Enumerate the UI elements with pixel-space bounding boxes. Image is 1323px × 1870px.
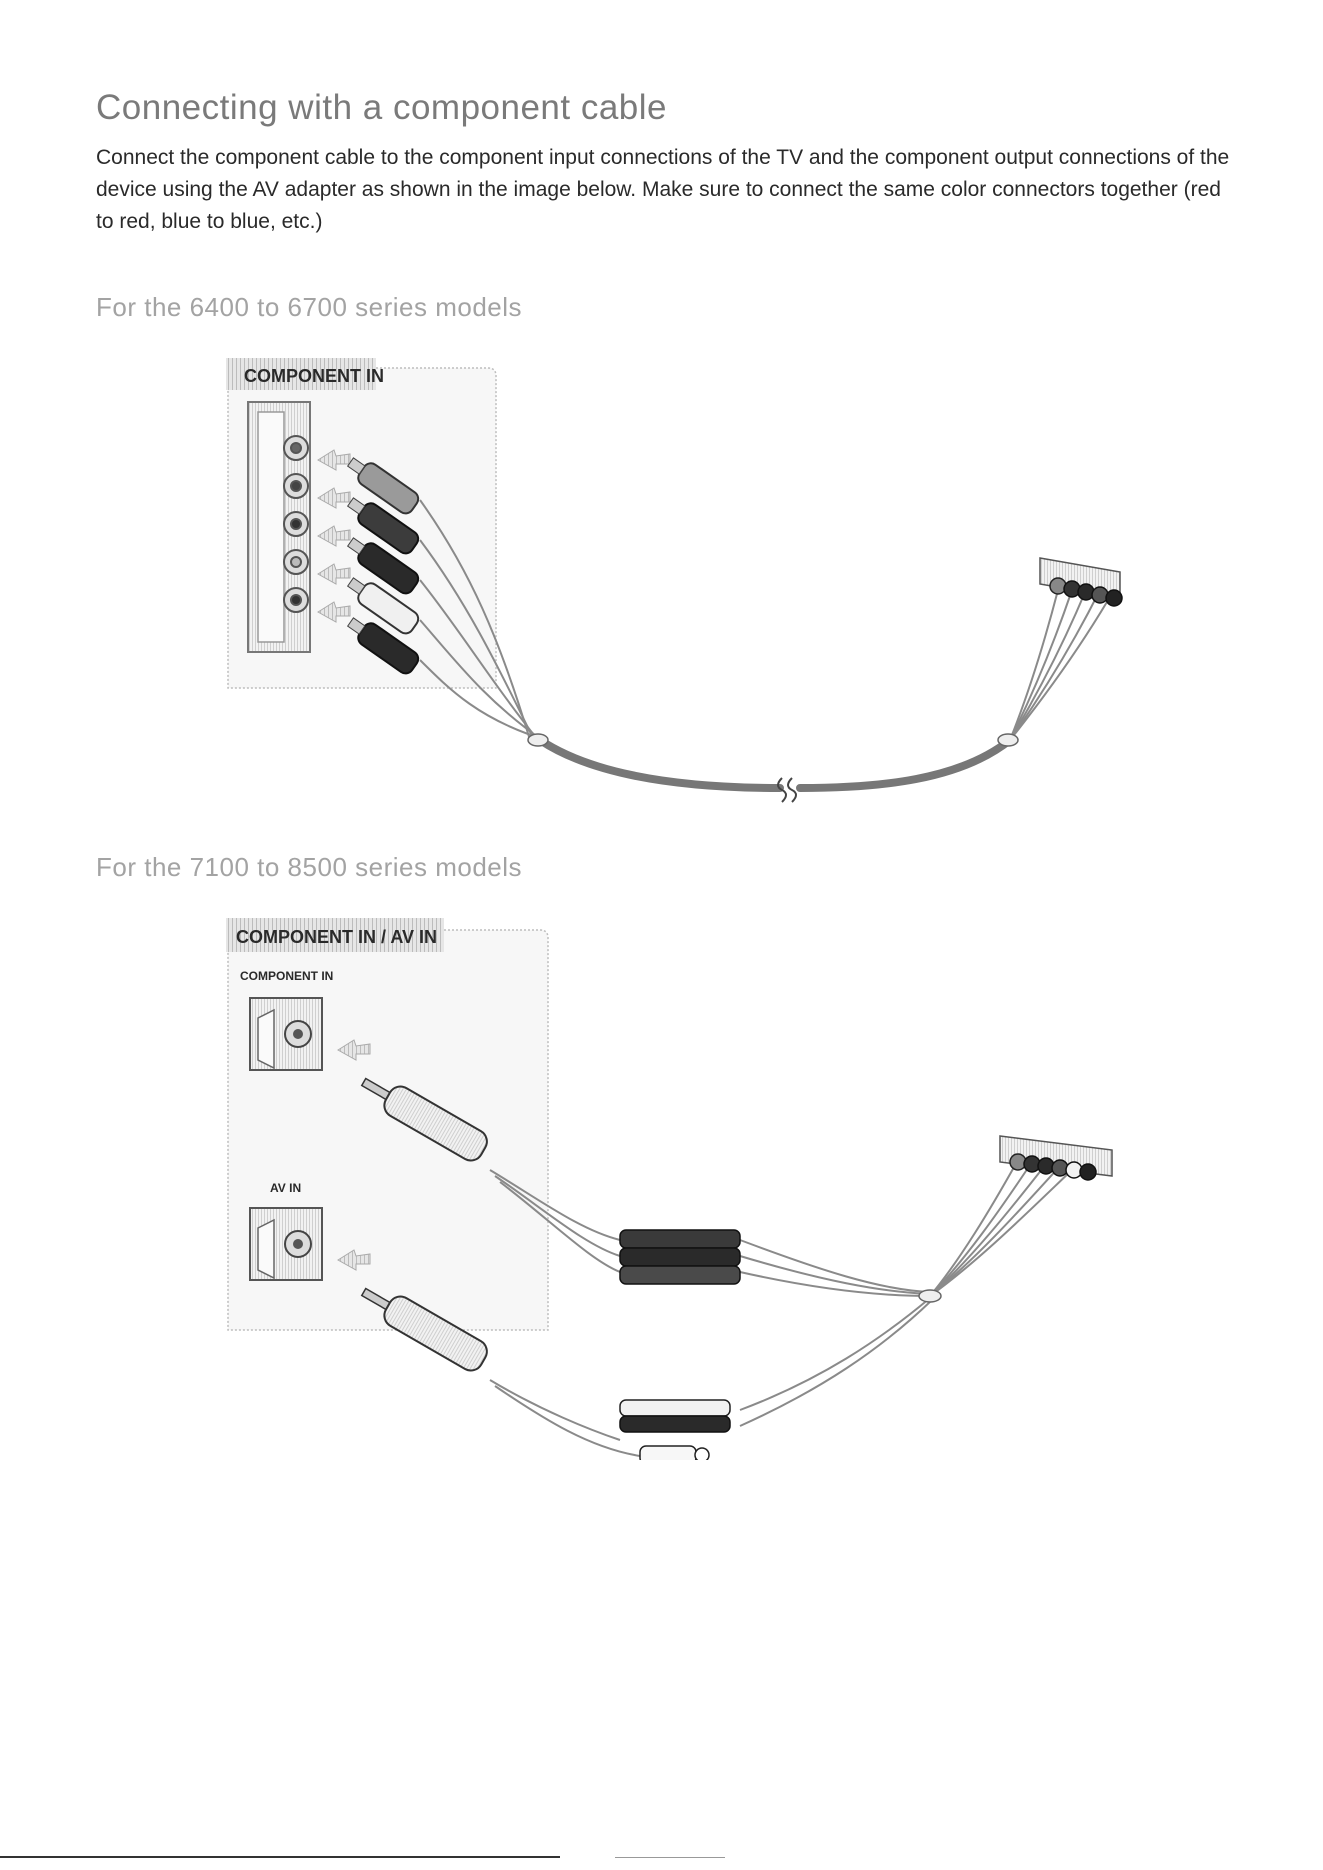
section-heading-6400-6700: For the 6400 to 6700 series models — [96, 292, 523, 322]
av-adapter-cables — [489, 1159, 1075, 1457]
component-connection-diagram: COMPONENT IN — [0, 340, 1323, 820]
footer-rule — [0, 1856, 560, 1858]
jack-sockets — [283, 435, 309, 613]
insert-arrow-icons — [337, 1039, 371, 1271]
cable-clip — [997, 733, 1019, 747]
mini-jack-plug — [360, 1287, 488, 1372]
cable-clip — [918, 1289, 942, 1303]
component-cable — [419, 499, 1115, 792]
cable-clip — [527, 733, 549, 747]
footer-rule-short — [615, 1857, 725, 1858]
av-diagram-svg: COMPONENT IN / AV IN COMPONENT IN AV IN — [226, 918, 1113, 1460]
device-connector-block — [1039, 557, 1123, 607]
av-in-jack — [249, 1207, 323, 1281]
component-in-label: COMPONENT IN — [240, 969, 333, 983]
component-diagram-svg: COMPONENT IN — [226, 358, 1123, 803]
panel-label: COMPONENT IN / AV IN — [236, 927, 437, 947]
mini-jack-plug — [360, 1077, 488, 1162]
cable-break-icon — [777, 777, 797, 803]
rca-plugs — [346, 457, 420, 675]
component-in-jack — [249, 997, 323, 1071]
rca-couplers-upper — [619, 1229, 741, 1285]
insert-arrow-icons — [317, 449, 351, 623]
av-adapter-connection-diagram: COMPONENT IN / AV IN COMPONENT IN AV IN — [0, 900, 1323, 1460]
page-title: Connecting with a component cable — [96, 88, 668, 127]
panel-label: COMPONENT IN — [244, 366, 384, 386]
intro-paragraph: Connect the component cable to the compo… — [96, 146, 1230, 233]
section-heading-7100-8500: For the 7100 to 8500 series models — [96, 852, 523, 882]
device-connector-block — [999, 1135, 1113, 1181]
panel-label-bg — [226, 358, 376, 390]
panel-label-bg — [226, 918, 444, 952]
av-in-label: AV IN — [270, 1181, 301, 1195]
rca-couplers-lower — [619, 1399, 731, 1460]
